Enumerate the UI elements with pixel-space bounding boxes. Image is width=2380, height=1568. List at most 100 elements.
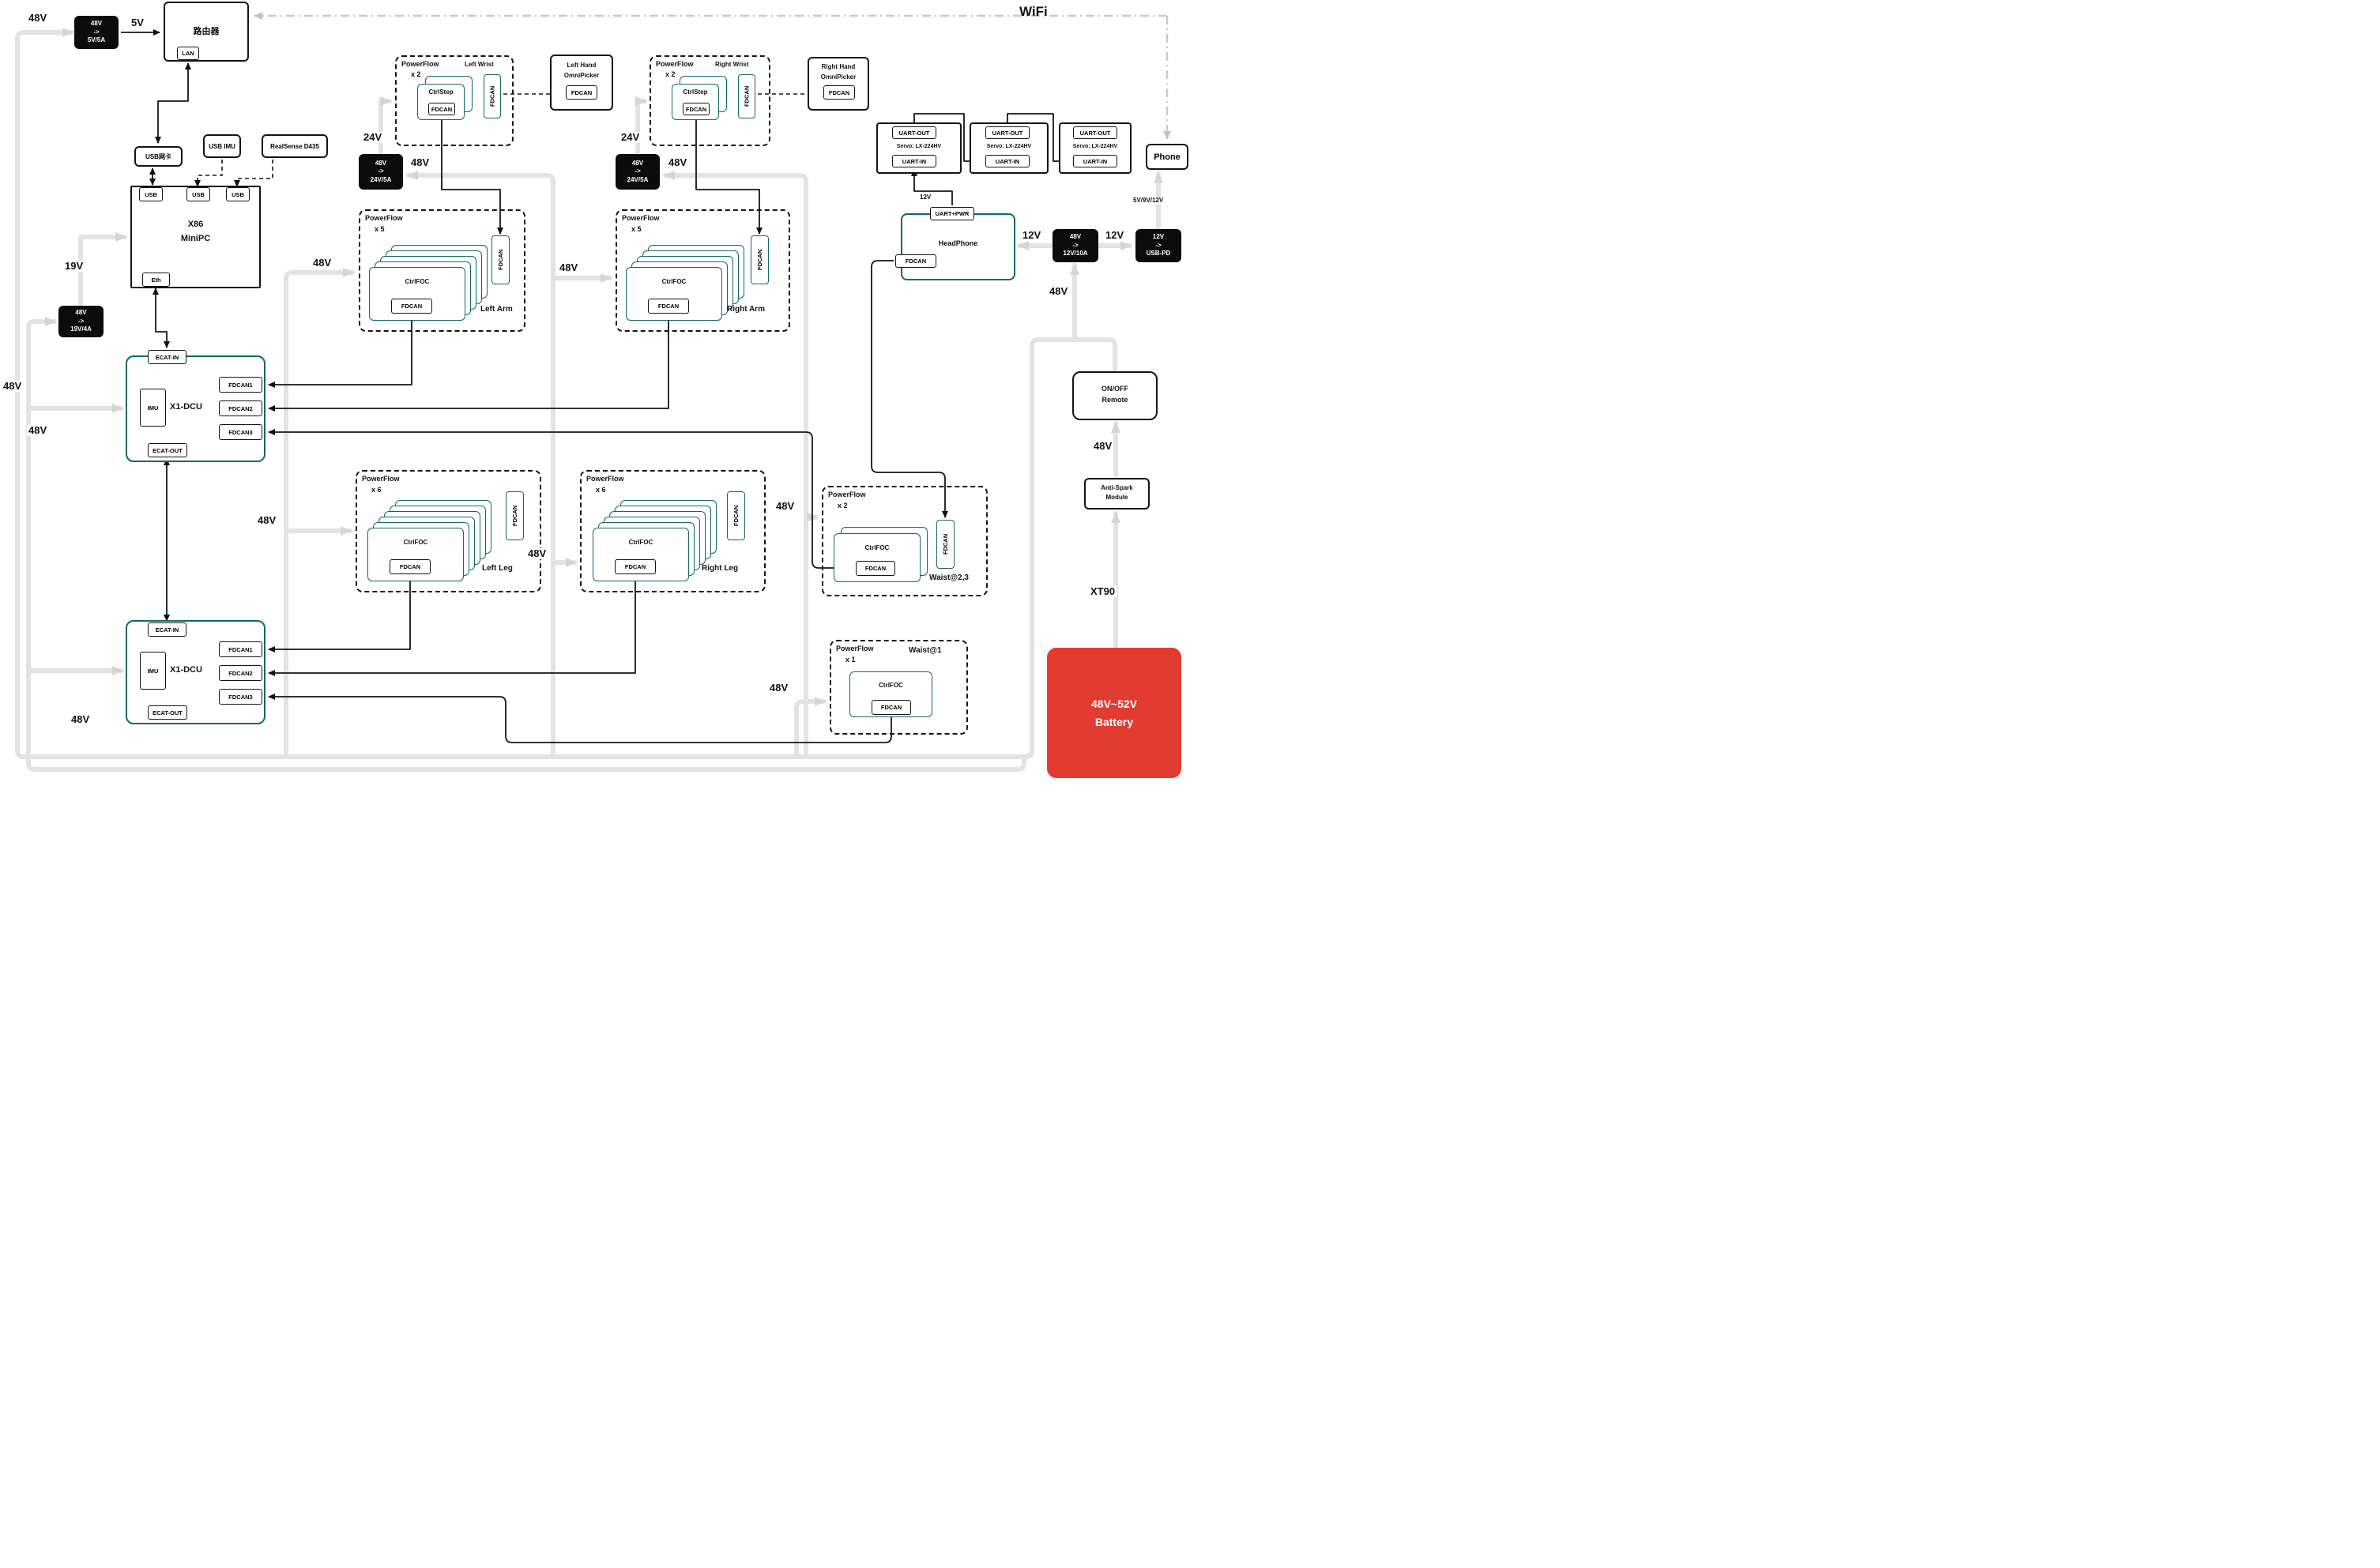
wire-48v-leftarm (284, 268, 355, 759)
pf-leftleg-count: x 6 (371, 486, 382, 494)
wire-48v-main-bus (15, 28, 1117, 759)
pf-leftleg-title: PowerFlow (362, 475, 400, 483)
pf-rightleg-ctrlfoc: CtrlFOC (628, 539, 653, 546)
label-48v-bottom: 48V (70, 713, 92, 726)
pf-leftarm-title: PowerFlow (365, 214, 403, 222)
pf-rightwrist-fdcan-vtab: FDCAN (738, 74, 755, 118)
servo3-name: Servo: LX-224HV (1072, 144, 1118, 149)
pf-rightarm-fdcan-vtab: FDCAN (751, 235, 769, 284)
converter-48v-19v-arrow: -> (77, 317, 85, 325)
usb-imu-label: USB IMU (209, 142, 235, 150)
battery-line2: Battery (1094, 715, 1134, 728)
dcu-bottom-ecat-in: ECAT-IN (148, 622, 186, 637)
wire-leftarm-fdcan1 (268, 314, 412, 388)
converter-48v-19v-out: 19V/4A (70, 325, 92, 333)
antispark-line1: Anti-Spark (1101, 484, 1133, 491)
convpd-arrow: -> (1155, 241, 1162, 249)
router-title: 路由器 (193, 26, 220, 36)
pf-waist1-name: Waist@1 (909, 646, 942, 655)
pf-leftarm-fdcan-vtab: FDCAN (491, 235, 510, 284)
x86-title-line2: MiniPC (180, 234, 211, 243)
converter-48v-5v-out: 5V/5A (87, 36, 106, 44)
x86-minipc-box (130, 186, 261, 288)
converter-48v-19v-in: 48V (75, 309, 87, 317)
dcu-top-title: X1-DCU (170, 402, 202, 412)
conv24r-arrow: -> (635, 167, 641, 175)
wire-24v-leftwrist (378, 96, 392, 155)
usb-port-1: USB (139, 187, 163, 201)
convpd-in: 12V (1152, 233, 1165, 241)
pf-rightwrist-ctrlstep: CtrlStep (683, 88, 708, 96)
wire-usbimu-pc (194, 160, 223, 187)
label-19v: 19V (63, 260, 85, 273)
label-48v-waist23: 48V (774, 500, 796, 513)
pf-leftleg-fdcan: FDCAN (390, 559, 431, 574)
right-hand-fdcan: FDCAN (823, 85, 855, 100)
wire-lan-nic (155, 62, 191, 144)
phone-label: Phone (1154, 152, 1181, 162)
pf-rightleg-fdcan-vtab: FDCAN (727, 491, 745, 540)
converter-48v-24v-left: 48V -> 24V/5A (359, 154, 403, 190)
pf-rightwrist-title: PowerFlow (656, 60, 694, 68)
label-48v-waist1: 48V (768, 682, 790, 694)
pf-rightleg-title: PowerFlow (586, 475, 624, 483)
usb-imu-box: USB IMU (203, 134, 241, 158)
powerflow-left-arm (359, 209, 525, 332)
wire-rightwrist-chain (695, 117, 763, 235)
pf-leftleg-fdcan-vtab: FDCAN (506, 491, 524, 540)
dcu-top-ecat-in: ECAT-IN (148, 350, 186, 364)
wire-leftleg-fdcan1 (268, 576, 411, 652)
remote-line2: Remote (1102, 396, 1128, 404)
powerflow-waist23 (822, 486, 988, 596)
pf-waist23-ctrlfoc: CtrlFOC (864, 544, 890, 551)
left-hand-line1: Left Hand (567, 62, 597, 69)
conv24l-arrow: -> (378, 167, 384, 175)
powerflow-right-leg (580, 470, 766, 592)
powerflow-right-arm (616, 209, 790, 332)
powerflow-left-leg (356, 470, 541, 592)
pf-rightleg-name: Right Leg (702, 564, 739, 573)
servo1-uart-out: UART-OUT (892, 126, 936, 139)
pf-leftarm-name: Left Arm (480, 305, 513, 314)
servo3-uart-in: UART-IN (1073, 155, 1117, 167)
label-12v-servo: 12V (918, 194, 933, 201)
dcu-bottom-fdcan2: FDCAN2 (219, 665, 262, 681)
pf-leftwrist-count: x 2 (411, 70, 421, 78)
pf-waist23-title: PowerFlow (828, 491, 866, 498)
pf-waist1-count: x 1 (845, 656, 856, 664)
wire-leftwrist-chain (441, 117, 503, 235)
pf-leftwrist-name: Left Wrist (465, 61, 494, 68)
pf-waist1-fdcan: FDCAN (872, 700, 911, 715)
wire-headphone-waist23 (871, 260, 948, 518)
dcu-bottom-fdcan3: FDCAN3 (219, 689, 262, 705)
pf-leftleg-card1 (367, 528, 464, 581)
remote-line1: ON/OFF (1102, 385, 1128, 393)
conv12-in: 48V (1069, 233, 1082, 241)
wire-headphone-servo1 (911, 169, 953, 205)
pf-leftwrist-title: PowerFlow (401, 60, 439, 68)
servo3-uart-out: UART-OUT (1073, 126, 1117, 139)
converter-48v-5v-in: 48V (90, 20, 103, 28)
pf-leftwrist-fdcan: FDCAN (428, 103, 455, 115)
convpd-out: USB-PD (1146, 250, 1171, 258)
label-24v-right: 24V (619, 131, 642, 144)
dcu-top-ecat-out: ECAT-OUT (148, 443, 187, 457)
x86-title-line1: X86 (187, 220, 204, 229)
lan-port: LAN (177, 47, 199, 60)
label-48v-remote: 48V (1092, 440, 1114, 453)
dcu-bottom-ecat-out: ECAT-OUT (148, 705, 187, 720)
headphone-uart-pwr: UART+PWR (930, 207, 974, 220)
label-48v-topleft: 48V (27, 12, 49, 24)
pf-rightleg-fdcan: FDCAN (615, 559, 656, 574)
label-48v-leftleg: 48V (256, 514, 278, 527)
onoff-remote-box (1072, 371, 1158, 420)
dcu-top-imu: IMU (140, 389, 166, 427)
wire-waist1-fdcan3 (268, 694, 892, 743)
pf-leftleg-ctrlfoc: CtrlFOC (403, 539, 428, 546)
usb-nic-box: USB网卡 (134, 146, 183, 167)
label-12v-usbpd: 12V (1104, 229, 1126, 242)
dcu-bottom-fdcan1: FDCAN1 (219, 641, 262, 657)
dcu-bottom-title: X1-DCU (170, 665, 202, 675)
phone-box: Phone (1146, 144, 1188, 170)
converter-48v-5v: 48V -> 5V/5A (74, 16, 119, 49)
